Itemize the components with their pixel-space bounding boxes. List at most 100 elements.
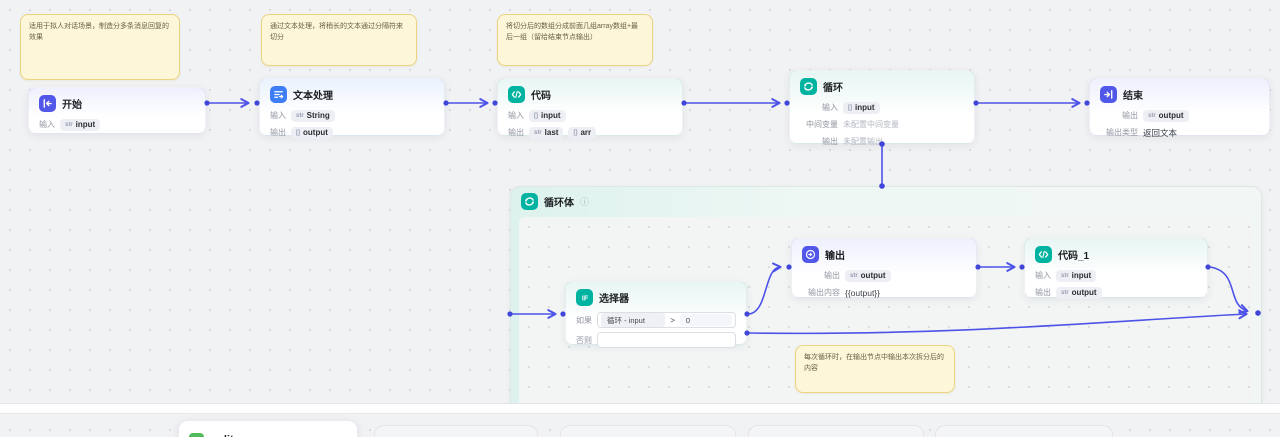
comment-note-1[interactable]: 适用于拟人对话场景，制造分多条消息回复的效果 (20, 14, 180, 80)
node-title: 循环 (823, 83, 843, 94)
type-icon: [] (573, 129, 578, 136)
else-box[interactable] (597, 332, 736, 348)
field-label: 输出类型 (1106, 128, 1138, 137)
field-output: 输出 未配置输出 (800, 135, 964, 148)
output-content-value: {{output}} (845, 287, 880, 298)
comment-note-3[interactable]: 将切分后的数组分成前面几组array数组+最后一组（留给结束节点输出） (497, 14, 653, 66)
field-input: 输入 []input (800, 101, 964, 114)
node-loop[interactable]: 循环 输入 []input 中间变量 未配置中间变量 输出 未配置输出 (789, 70, 975, 146)
var-pill: []input (843, 101, 880, 114)
var-pill: []input (529, 109, 566, 122)
condition-else-row: 否则 (576, 332, 736, 348)
var-name: input (541, 111, 561, 120)
var-name: last (544, 128, 559, 137)
bottom-card-split-messages[interactable]: split_messages (178, 420, 358, 437)
type-icon: [] (296, 129, 300, 136)
if-icon: IF (576, 289, 593, 306)
node-selector[interactable]: IF 选择器 如果 循环 - input > 0 否则 (565, 281, 747, 348)
loop-body-title: 循环体 (544, 197, 574, 209)
workflow-icon (189, 432, 204, 437)
edge-loop-to-end (973, 98, 1090, 108)
type-icon: str (296, 112, 304, 119)
field-label: 输入 (1035, 271, 1051, 280)
type-icon: [] (848, 104, 852, 111)
field-label: 输入 (508, 111, 524, 120)
loop-icon (521, 192, 538, 210)
edge-text-to-code (443, 98, 498, 108)
loop-body-header: 循环体 ⓘ (511, 187, 1261, 215)
note-text: 每次循环时，在输出节点中输出本次拆分后的内容 (804, 354, 944, 372)
not-configured-text: 未配置输出 (843, 137, 883, 146)
field-output-content: 输出内容 {{output}} (802, 286, 966, 299)
field-output: 输出 []output (270, 126, 434, 139)
note-text: 通过文本处理，将稍长的文本通过分隔符来切分 (270, 23, 403, 41)
field-label: 否则 (576, 335, 592, 345)
field-label: 中间变量 (806, 120, 838, 129)
field-label: 输出 (1035, 288, 1051, 297)
field-output-type: 输出类型 返回文本 (1100, 126, 1259, 139)
type-icon: str (850, 272, 858, 279)
bottom-card-label: split_messages (211, 434, 293, 437)
type-icon: str (1148, 112, 1156, 119)
field-label: 输出内容 (808, 288, 840, 297)
node-title: 开始 (62, 100, 82, 111)
field-label: 输入 (270, 111, 286, 120)
comment-note-2[interactable]: 通过文本处理，将稍长的文本通过分隔符来切分 (261, 14, 417, 66)
field-label: 输入 (39, 120, 55, 129)
node-title: 代码 (531, 91, 551, 102)
var-name: input (855, 103, 875, 112)
var-name: arr (580, 128, 592, 137)
condition-left-operand: 循环 - input (601, 313, 666, 327)
field-label: 输入 (822, 103, 838, 112)
var-name: String (306, 111, 330, 120)
type-icon: str (1061, 272, 1069, 279)
start-icon (39, 95, 56, 112)
end-icon (1100, 86, 1117, 103)
not-configured-text: 未配置中间变量 (843, 120, 899, 129)
note-text: 适用于拟人对话场景，制造分多条消息回复的效果 (29, 23, 169, 41)
var-name: input (75, 120, 96, 129)
var-pill: []arr (568, 126, 597, 139)
bottom-card-3[interactable] (560, 425, 736, 437)
comment-note-loop[interactable]: 每次循环时，在输出节点中输出本次拆分后的内容 (795, 345, 955, 393)
info-icon[interactable]: ⓘ (580, 196, 590, 207)
field-label: 输出 (508, 128, 524, 137)
edge-loop-to-loop-body (879, 141, 885, 189)
code-icon (508, 86, 525, 103)
edge-code-to-loop (681, 98, 790, 108)
type-icon: str (534, 129, 542, 136)
field-label: 输出 (822, 137, 838, 146)
bottom-card-4[interactable] (748, 425, 924, 437)
bottom-card-5[interactable] (935, 425, 1113, 437)
var-name: output (1071, 288, 1097, 297)
text-processing-icon (270, 86, 287, 103)
var-name: output (303, 128, 328, 137)
field-label: 如果 (576, 315, 592, 325)
type-icon: str (1061, 289, 1069, 296)
condition-box[interactable]: 循环 - input > 0 (597, 312, 736, 328)
field-label: 输出 (1122, 111, 1138, 120)
condition-if-row: 如果 循环 - input > 0 (576, 312, 736, 328)
bottom-drawer-edge (0, 403, 1280, 414)
var-name: output (1158, 111, 1184, 120)
var-name: output (860, 271, 886, 280)
condition-right-operand: 0 (679, 314, 732, 326)
bottom-card-2[interactable] (374, 425, 538, 437)
